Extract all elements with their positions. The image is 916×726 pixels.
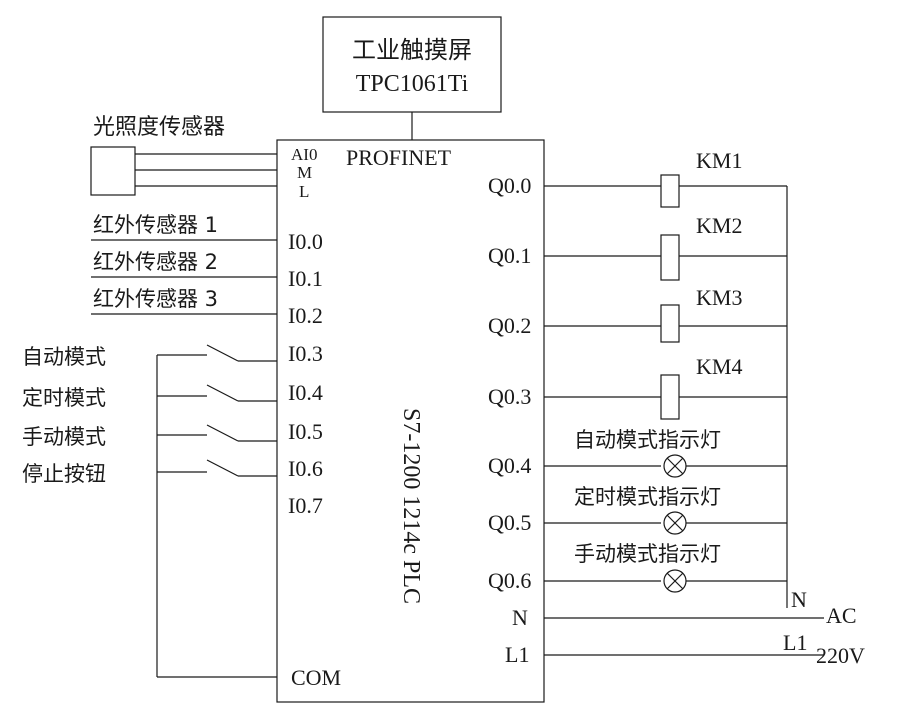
output-q03: Q0.3 <box>488 384 531 409</box>
lamp-manual-icon <box>663 569 687 593</box>
lamp-manual-label: 手动模式指示灯 <box>574 542 721 566</box>
power-n-label: N <box>791 587 807 612</box>
input-i06: I0.6 <box>288 456 323 481</box>
ir-sensor-3-label: 红外传感器 3 <box>93 287 218 311</box>
hmi-box <box>322 16 502 113</box>
com-label: COM <box>291 665 341 690</box>
relay-coil-km1 <box>660 174 680 208</box>
switch-auto-label: 自动模式 <box>22 345 106 369</box>
switch-timer <box>157 384 277 402</box>
pin-ai0: AI0 <box>291 145 317 164</box>
ir-sensor-1-label: 红外传感器 1 <box>93 213 218 237</box>
relay-coil-km2 <box>660 234 680 281</box>
relay-km2-label: KM2 <box>696 213 742 238</box>
output-q06: Q0.6 <box>488 568 531 593</box>
relay-km1-label: KM1 <box>696 148 742 173</box>
plc-n-label: N <box>512 605 528 630</box>
light-sensor-label: 光照度传感器 <box>93 115 225 140</box>
plc-l1-label: L1 <box>505 642 529 667</box>
relay-km3-label: KM3 <box>696 285 742 310</box>
power-voltage-label: 220V <box>816 643 865 668</box>
switch-manual-label: 手动模式 <box>22 425 106 449</box>
lamp-auto-icon <box>663 454 687 478</box>
input-i00: I0.0 <box>288 229 323 254</box>
light-sensor-box <box>90 146 136 196</box>
plc-box <box>276 139 545 703</box>
output-q01: Q0.1 <box>488 243 531 268</box>
relay-km4-label: KM4 <box>696 354 742 379</box>
output-q05: Q0.5 <box>488 510 531 535</box>
switch-stop-label: 停止按钮 <box>22 462 106 486</box>
input-i07: I0.7 <box>288 493 323 518</box>
pin-m: M <box>297 163 312 182</box>
hmi-model: TPC1061Ti <box>356 71 469 97</box>
switch-manual <box>157 424 277 442</box>
switch-timer-label: 定时模式 <box>22 386 106 410</box>
input-i05: I0.5 <box>288 419 323 444</box>
lamp-timer-icon <box>663 511 687 535</box>
lamp-timer-label: 定时模式指示灯 <box>574 485 721 509</box>
relay-coil-km3 <box>660 304 680 343</box>
output-q02: Q0.2 <box>488 313 531 338</box>
switch-stop <box>157 459 277 477</box>
switch-auto <box>157 344 277 362</box>
ir-sensor-2-label: 红外传感器 2 <box>93 250 218 274</box>
input-i04: I0.4 <box>288 380 323 405</box>
input-i01: I0.1 <box>288 266 323 291</box>
input-i02: I0.2 <box>288 303 323 328</box>
plc-model-label: S7-1200 1214c PLC <box>398 408 424 604</box>
power-l1-label: L1 <box>783 630 807 655</box>
pin-l: L <box>299 182 309 201</box>
relay-coil-km4 <box>660 374 680 420</box>
output-q04: Q0.4 <box>488 453 531 478</box>
output-q00: Q0.0 <box>488 173 531 198</box>
lamp-auto-label: 自动模式指示灯 <box>574 428 721 452</box>
input-i03: I0.3 <box>288 341 323 366</box>
power-ac-label: AC <box>826 603 857 628</box>
profinet-label: PROFINET <box>346 145 452 170</box>
hmi-title: 工业触摸屏 <box>352 36 472 64</box>
